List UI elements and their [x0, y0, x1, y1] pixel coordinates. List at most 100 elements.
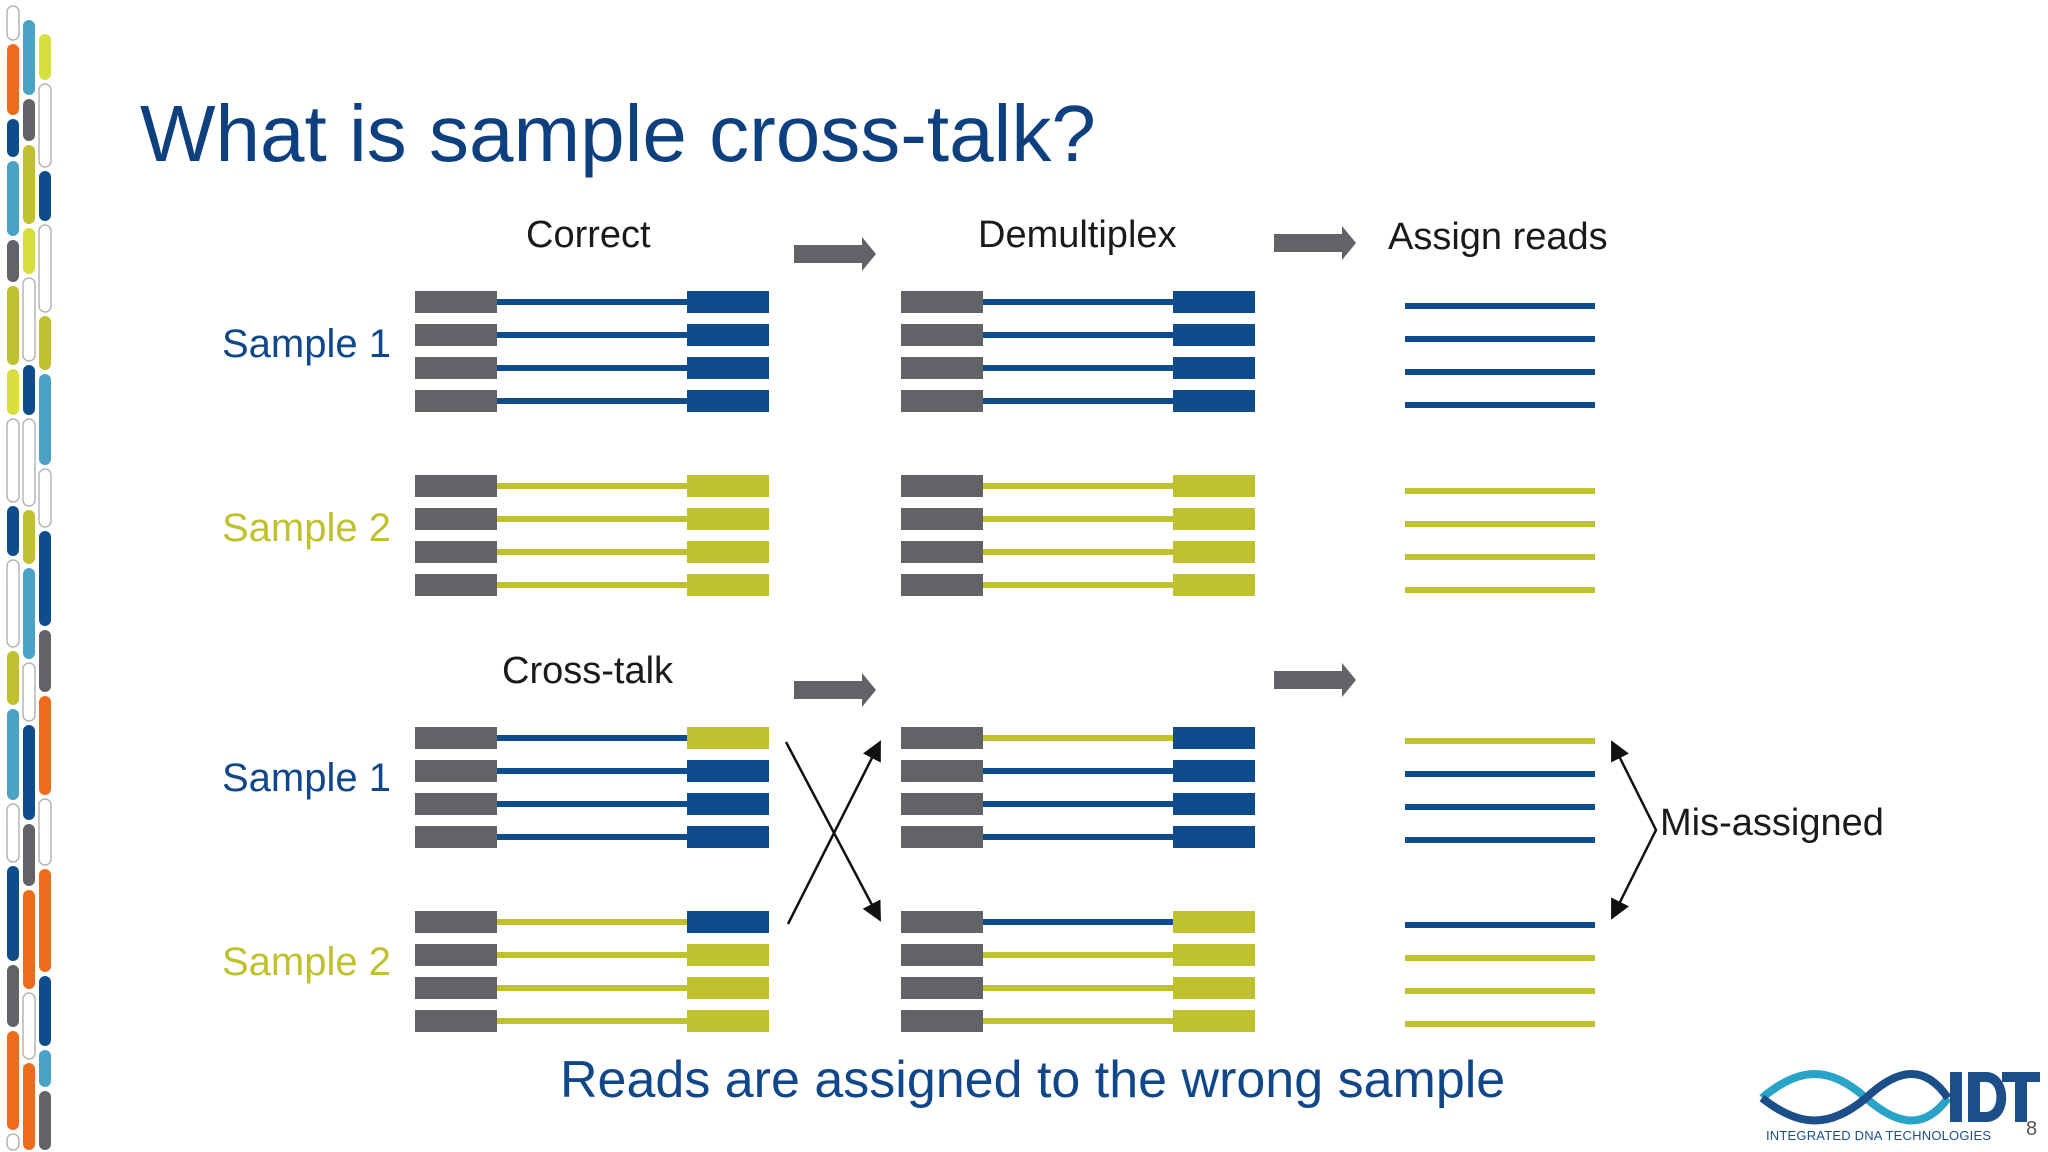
decor-pill	[38, 224, 52, 313]
decor-pill	[6, 418, 20, 503]
assigned-read-line	[1405, 771, 1595, 777]
misassigned-label: Mis-assigned	[1660, 802, 1884, 844]
index-block	[687, 475, 769, 497]
logo-letter-i	[1950, 1072, 1962, 1122]
adapter-block	[415, 911, 497, 933]
index-block	[1173, 574, 1255, 596]
adapter-block	[901, 793, 983, 815]
adapter-block	[901, 727, 983, 749]
insert-line	[497, 1018, 687, 1024]
assigned-read-line	[1405, 837, 1595, 843]
flow-arrows	[794, 226, 1356, 707]
column-head-assign-reads: Assign reads	[1388, 216, 1608, 258]
index-block	[1173, 541, 1255, 563]
decor-pill	[7, 240, 19, 282]
logo-tagline: INTEGRATED DNA TECHNOLOGIES	[1766, 1128, 1992, 1143]
assigned-reads	[1405, 303, 1595, 1027]
index-block	[687, 1010, 769, 1032]
assigned-read-line	[1405, 738, 1595, 744]
insert-line	[983, 1018, 1173, 1024]
assigned-read-line	[1405, 804, 1595, 810]
assigned-read-line	[1405, 521, 1595, 527]
crosstalk-cross-arrows	[784, 740, 882, 925]
insert-line	[497, 398, 687, 404]
index-block	[1173, 390, 1255, 412]
decor-pill	[7, 161, 19, 236]
decor-pill	[23, 725, 35, 820]
index-block	[1173, 324, 1255, 346]
adapter-block	[901, 944, 983, 966]
slide-subtitle: Reads are assigned to the wrong sample	[560, 1051, 1506, 1109]
adapter-block	[415, 727, 497, 749]
decor-pill	[7, 506, 19, 556]
column-head-demultiplex: Demultiplex	[978, 214, 1177, 256]
sample-2-label-bottom: Sample 2	[222, 940, 391, 984]
decor-pill	[6, 803, 20, 863]
decor-pill	[23, 1063, 35, 1150]
decor-pill	[39, 696, 51, 795]
flow-arrow-demultiplex	[794, 237, 876, 271]
decor-pill	[23, 568, 35, 659]
decor-pill	[7, 1031, 19, 1130]
decor-pill	[39, 976, 51, 1046]
decor-pill	[7, 119, 19, 157]
adapter-block	[901, 508, 983, 530]
read-groups	[415, 291, 1255, 1032]
decor-pill	[39, 171, 51, 221]
logo-letter-t	[2002, 1072, 2040, 1122]
assigned-read-line	[1405, 488, 1595, 494]
decor-pill	[6, 559, 20, 648]
insert-line	[983, 735, 1173, 741]
decor-pill	[38, 468, 52, 528]
decor-pill	[23, 228, 35, 274]
read-group-demux_s2	[901, 475, 1255, 596]
assigned-read-line	[1405, 988, 1595, 994]
insert-line	[983, 549, 1173, 555]
read-group-correct_s1	[415, 291, 769, 412]
insert-line	[497, 516, 687, 522]
decor-pill	[7, 286, 19, 365]
read-group-cross_demux_s2	[901, 911, 1255, 1032]
assigned-group-correct_s2	[1405, 488, 1595, 593]
insert-line	[983, 985, 1173, 991]
assigned-read-line	[1405, 554, 1595, 560]
adapter-block	[901, 390, 983, 412]
decor-pill	[7, 369, 19, 415]
index-block	[687, 324, 769, 346]
adapter-block	[901, 826, 983, 848]
adapter-block	[901, 541, 983, 563]
decor-pill	[23, 99, 35, 141]
index-block	[687, 541, 769, 563]
index-block	[687, 793, 769, 815]
adapter-block	[901, 977, 983, 999]
adapter-block	[901, 1010, 983, 1032]
adapter-block	[415, 291, 497, 313]
adapter-block	[901, 911, 983, 933]
adapter-block	[901, 475, 983, 497]
sample-1-label-bottom: Sample 1	[222, 756, 391, 800]
adapter-block	[415, 1010, 497, 1032]
index-block	[1173, 911, 1255, 933]
insert-line	[497, 332, 687, 338]
decor-pill	[22, 277, 36, 362]
cross-arrow-down	[784, 741, 882, 922]
insert-line	[497, 549, 687, 555]
adapter-block	[415, 944, 497, 966]
assigned-group-cross_s1	[1405, 738, 1595, 843]
insert-line	[983, 365, 1173, 371]
decor-pill	[39, 1050, 51, 1087]
index-block	[687, 826, 769, 848]
adapter-block	[415, 760, 497, 782]
adapter-block	[415, 508, 497, 530]
insert-line	[983, 919, 1173, 925]
index-block	[687, 911, 769, 933]
adapter-block	[901, 357, 983, 379]
insert-line	[497, 735, 687, 741]
index-block	[1173, 793, 1255, 815]
insert-line	[983, 483, 1173, 489]
insert-line	[983, 801, 1173, 807]
insert-line	[497, 801, 687, 807]
adapter-block	[901, 291, 983, 313]
index-block	[687, 390, 769, 412]
